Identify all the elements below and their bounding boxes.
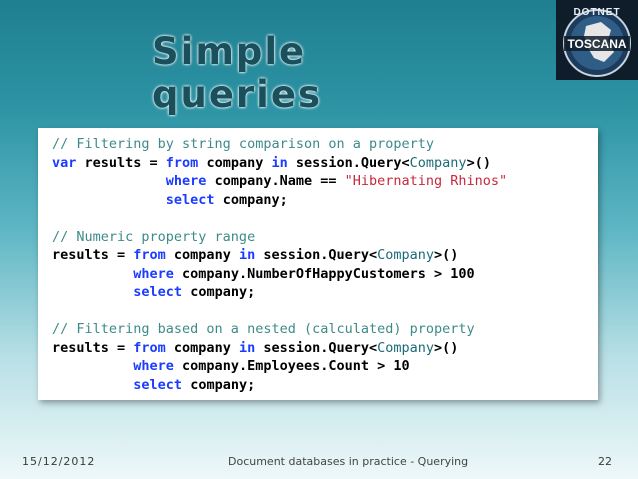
code-token: from (133, 339, 166, 356)
code-token: select (133, 284, 183, 300)
code-token: company.Employees.Count > 10 (173, 358, 410, 374)
code-token (52, 266, 133, 282)
code-line: select company; (52, 376, 507, 395)
code-token: company.NumberOfHappyCustomers > 100 (173, 265, 475, 282)
footer-date: 15/12/2012 (22, 455, 96, 468)
code-line: select company; (52, 191, 507, 210)
code-token: company; (182, 376, 256, 393)
code-token: where (133, 265, 174, 282)
code-token: >() (434, 339, 459, 356)
code-token: results = (76, 154, 166, 171)
code-token: company (198, 154, 272, 171)
code-token: >() (466, 154, 491, 171)
page-number: 22 (598, 455, 612, 468)
code-line (52, 209, 507, 228)
code-token (52, 173, 166, 189)
code-token: where (133, 358, 174, 374)
code-line: where company.Name == "Hibernating Rhino… (52, 172, 507, 191)
code-token: results = (52, 339, 134, 356)
code-token: from (133, 247, 166, 263)
code-token: results = (52, 247, 134, 263)
code-token: company; (214, 191, 288, 208)
code-token (52, 377, 133, 393)
code-token: company (165, 247, 239, 263)
code-token: in (238, 247, 256, 263)
code-token: // Filtering by string comparison on a p… (52, 136, 435, 152)
code-token: where (165, 173, 207, 189)
code-token: session.Query< (255, 247, 378, 263)
code-token: Company (377, 339, 435, 356)
code-token: // Numeric property range (52, 228, 256, 245)
code-line: // Filtering by string comparison on a p… (52, 135, 507, 154)
code-token: Company (409, 154, 467, 171)
code-token (52, 192, 166, 208)
code-line: select company; (52, 283, 507, 302)
footer-caption: Document databases in practice - Queryin… (228, 455, 469, 468)
code-line: where company.NumberOfHappyCustomers > 1… (52, 265, 507, 284)
code-token: >() (434, 247, 459, 263)
code-line: results = from company in session.Query<… (52, 246, 507, 265)
code-token: session.Query< (287, 154, 410, 171)
code-line: // Numeric property range (52, 228, 507, 247)
code-block: // Filtering by string comparison on a p… (38, 128, 598, 400)
code-token: var (52, 154, 77, 171)
code-line: // Filtering based on a nested (calculat… (52, 320, 507, 339)
code-listing: // Filtering by string comparison on a p… (52, 135, 507, 394)
code-line: results = from company in session.Query<… (52, 339, 507, 358)
logo-top-text: DOTNET (573, 7, 620, 18)
logo-bottom-text: TOSCANA (567, 37, 626, 51)
code-token: company (165, 339, 239, 356)
code-token: session.Query< (255, 339, 378, 356)
code-token (52, 358, 133, 374)
code-token: from (165, 154, 199, 171)
code-token: select (133, 376, 183, 393)
code-token: "Hibernating Rhinos" (344, 173, 508, 189)
code-token: in (271, 154, 288, 171)
dotnet-toscana-logo: DOTNET TOSCANA (556, 0, 638, 80)
code-line: var results = from company in session.Qu… (52, 154, 507, 173)
code-token (52, 284, 133, 300)
code-token: Company (377, 247, 435, 263)
code-line (52, 302, 507, 321)
slide-title: Simple queries (152, 30, 322, 116)
code-token: in (238, 339, 256, 356)
code-token: // Filtering based on a nested (calculat… (52, 321, 475, 337)
code-token: select (165, 191, 215, 208)
code-token: company; (182, 284, 256, 300)
code-line: where company.Employees.Count > 10 (52, 357, 507, 376)
code-token: company.Name == (206, 173, 345, 189)
